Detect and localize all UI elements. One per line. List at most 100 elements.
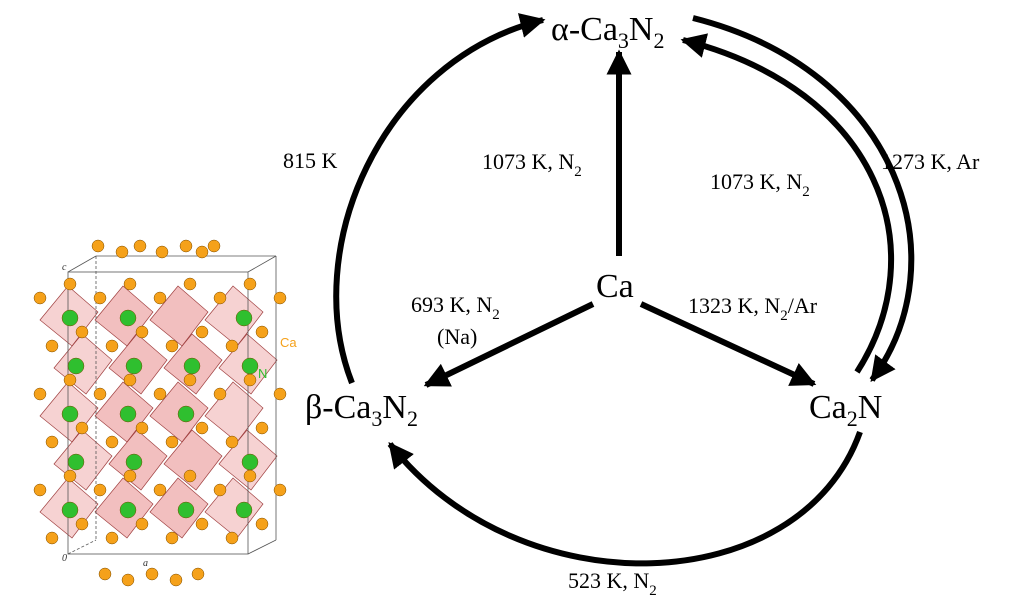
arrow-ca-to-ca2n	[639, 301, 817, 387]
n-atom	[235, 501, 253, 519]
condition-ca2n-to-alpha: 1073 K, N2	[710, 169, 810, 200]
n-atom	[177, 405, 195, 423]
node-alpha-ca3n2: α-Ca3N2	[551, 11, 664, 53]
arrows	[333, 13, 915, 567]
ca-atom	[75, 421, 89, 435]
n-atom	[177, 501, 195, 519]
node-ca: Ca	[596, 268, 634, 305]
ca-atom	[153, 483, 167, 497]
element-label-n: N	[258, 366, 267, 381]
ca-atom	[115, 245, 129, 259]
ca-atom	[135, 421, 149, 435]
ca-atom	[105, 531, 119, 545]
ca-atom	[165, 435, 179, 449]
ca-atom	[255, 421, 269, 435]
ca-atom	[145, 567, 159, 581]
ca-atom	[183, 469, 197, 483]
n-atom	[67, 453, 85, 471]
polyhedron	[204, 285, 264, 347]
ca-atom	[153, 291, 167, 305]
ca-atom	[273, 387, 287, 401]
ca-atom	[45, 531, 59, 545]
n-atom	[183, 357, 201, 375]
ca-atom	[165, 531, 179, 545]
ca-atom	[91, 239, 105, 253]
ca-atom	[213, 291, 227, 305]
axis-label-c: c	[62, 262, 67, 273]
ca-atom	[273, 483, 287, 497]
arrow-ca-to-beta	[423, 301, 595, 388]
node-ca2n: Ca2N	[809, 389, 882, 431]
condition-alpha-to-ca2n: 1273 K, Ar	[881, 149, 980, 174]
polyhedron	[204, 381, 264, 443]
ca-atom	[105, 339, 119, 353]
ca-atom	[45, 339, 59, 353]
n-atom	[67, 357, 85, 375]
ca-atom	[225, 435, 239, 449]
condition-ca-to-alpha: 1073 K, N2	[482, 149, 582, 180]
arrow-ca2n-to-beta	[387, 430, 863, 567]
n-atom	[125, 357, 143, 375]
arrow-alpha-to-ca2n	[692, 15, 915, 383]
arrow-beta-to-alpha	[333, 13, 546, 385]
condition-beta-to-alpha: 815 K	[283, 148, 338, 173]
ca-atom	[153, 387, 167, 401]
ca-atom	[225, 339, 239, 353]
ca-atom	[123, 277, 137, 291]
ca-atom	[98, 567, 112, 581]
ca-atom	[213, 483, 227, 497]
ca-atom	[121, 573, 135, 587]
n-atom	[119, 501, 137, 519]
ca-atom	[75, 517, 89, 531]
ca-atom	[273, 291, 287, 305]
ca-atom	[195, 325, 209, 339]
ca-atom	[123, 469, 137, 483]
ca-atom	[105, 435, 119, 449]
condition-ca2n-to-beta: 523 K, N2	[568, 568, 657, 599]
ca-atom	[169, 573, 183, 587]
n-atom	[241, 357, 259, 375]
ca-atom	[33, 387, 47, 401]
ca-atom	[63, 277, 77, 291]
ca-atom	[243, 469, 257, 483]
ca-atom	[255, 517, 269, 531]
n-atom	[241, 453, 259, 471]
n-atom	[61, 405, 79, 423]
ca-atom	[183, 373, 197, 387]
ca-atom	[93, 291, 107, 305]
ca-atom	[225, 531, 239, 545]
condition-ca-to-beta: 693 K, N2	[411, 292, 500, 323]
n-atom	[235, 309, 253, 327]
ca-atom	[123, 373, 137, 387]
n-atom	[61, 309, 79, 327]
n-atom	[125, 453, 143, 471]
axis-label-origin: 0	[62, 553, 67, 564]
ca-atom	[195, 421, 209, 435]
condition-ca-to-beta-catalyst: (Na)	[437, 324, 477, 349]
ca-atom	[93, 483, 107, 497]
ca-atom	[135, 517, 149, 531]
ca-atom	[45, 435, 59, 449]
ca-atom	[93, 387, 107, 401]
ca-atom	[191, 567, 205, 581]
ca-atom	[255, 325, 269, 339]
ca-atom	[165, 339, 179, 353]
polyhedron	[204, 477, 264, 539]
ca-atom	[243, 373, 257, 387]
ca-atom	[135, 325, 149, 339]
ca-atom	[195, 245, 209, 259]
ca-atom	[213, 387, 227, 401]
n-atom	[61, 501, 79, 519]
atom-layer	[33, 239, 287, 587]
ca-atom	[179, 239, 193, 253]
condition-ca-to-ca2n: 1323 K, N2/Ar	[688, 293, 818, 324]
ca-atom	[133, 239, 147, 253]
polyhedron	[163, 429, 223, 491]
element-label-ca: Ca	[280, 335, 297, 350]
ca-atom	[155, 245, 169, 259]
ca-atom	[63, 373, 77, 387]
n-atom	[119, 309, 137, 327]
arrow-ca2n-to-alpha	[680, 33, 895, 374]
ca-atom	[195, 517, 209, 531]
